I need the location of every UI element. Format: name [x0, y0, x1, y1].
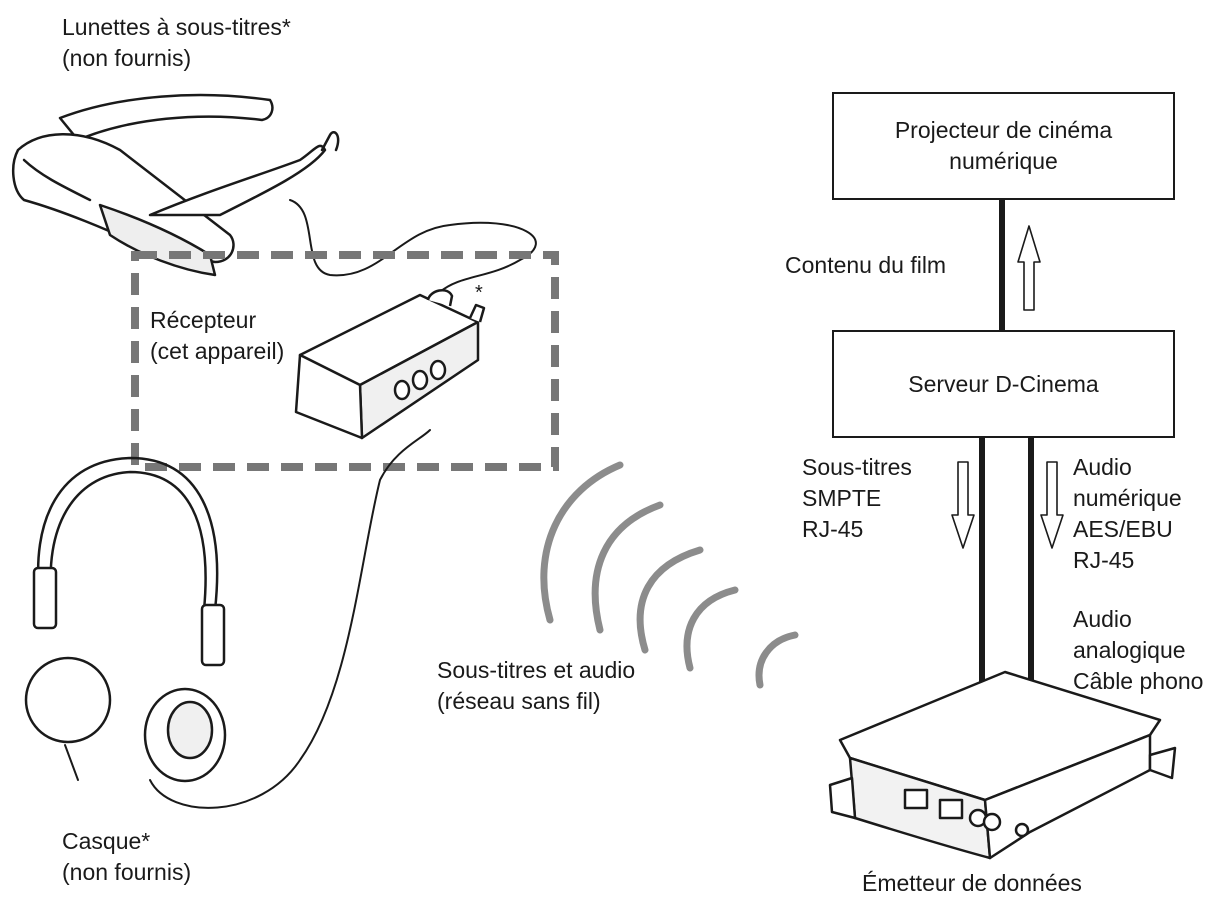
- analog-audio-link-line1: Audio: [1073, 606, 1132, 632]
- subtitles-link-line2: SMPTE: [802, 485, 882, 511]
- digital-audio-link-line3: AES/EBU: [1073, 516, 1173, 542]
- receiver-asterisk: *: [475, 282, 483, 304]
- digital-audio-link-label: Audio numérique AES/EBU RJ-45: [1073, 452, 1182, 576]
- projector-label-line2: numérique: [949, 148, 1058, 174]
- data-transmitter-illustration: [828, 670, 1177, 860]
- subtitles-link-line3: RJ-45: [802, 516, 864, 542]
- headphones-label: Casque* (non fournis): [62, 826, 191, 888]
- receiver-label-line1: Récepteur: [150, 307, 257, 333]
- film-content-arrow: [1017, 225, 1041, 311]
- analog-audio-link-label: Audio analogique Câble phono: [1073, 604, 1203, 697]
- subtitles-link-line1: Sous-titres: [802, 454, 912, 480]
- glasses-label: Lunettes à sous-titres* (non fournis): [62, 12, 291, 74]
- projector-box: Projecteur de cinéma numérique: [832, 92, 1175, 200]
- wireless-waves: [540, 461, 799, 689]
- analog-audio-link-line2: analogique: [1073, 637, 1186, 663]
- wireless-label-line1: Sous-titres et audio: [437, 657, 636, 683]
- receiver-label: Récepteur (cet appareil): [150, 305, 284, 367]
- film-content-label: Contenu du film: [785, 252, 947, 278]
- flow-arrows: [951, 225, 1064, 549]
- connection-lines: [979, 200, 1034, 700]
- analog-audio-link-line3: Câble phono: [1073, 668, 1204, 694]
- digital-audio-link-line4: RJ-45: [1073, 547, 1135, 573]
- receiver-dashed-frame: [131, 251, 559, 471]
- digital-audio-arrow: [1040, 461, 1064, 549]
- server-box: Serveur D-Cinema: [832, 330, 1175, 438]
- glasses-label-line1: Lunettes à sous-titres*: [62, 14, 291, 40]
- receiver-device-illustration: [294, 288, 486, 440]
- server-label: Serveur D-Cinema: [908, 370, 1099, 397]
- digital-audio-link-line2: numérique: [1073, 485, 1182, 511]
- wireless-label: Sous-titres et audio (réseau sans fil): [437, 655, 635, 717]
- projector-label-line1: Projecteur de cinéma: [894, 117, 1113, 143]
- headphones-illustration: [24, 429, 431, 809]
- receiver-label-line2: (cet appareil): [150, 338, 285, 364]
- glasses-label-line2: (non fournis): [62, 45, 192, 71]
- digital-audio-link-line1: Audio: [1073, 454, 1132, 480]
- headphones-label-line1: Casque*: [62, 828, 151, 854]
- subtitles-arrow: [951, 461, 975, 549]
- transmitter-label: Émetteur de données: [862, 870, 1082, 896]
- wireless-label-line2: (réseau sans fil): [437, 688, 601, 714]
- headphones-label-line2: (non fournis): [62, 859, 192, 885]
- subtitles-link-label: Sous-titres SMPTE RJ-45: [802, 452, 912, 545]
- subtitle-glasses-illustration: [11, 93, 537, 293]
